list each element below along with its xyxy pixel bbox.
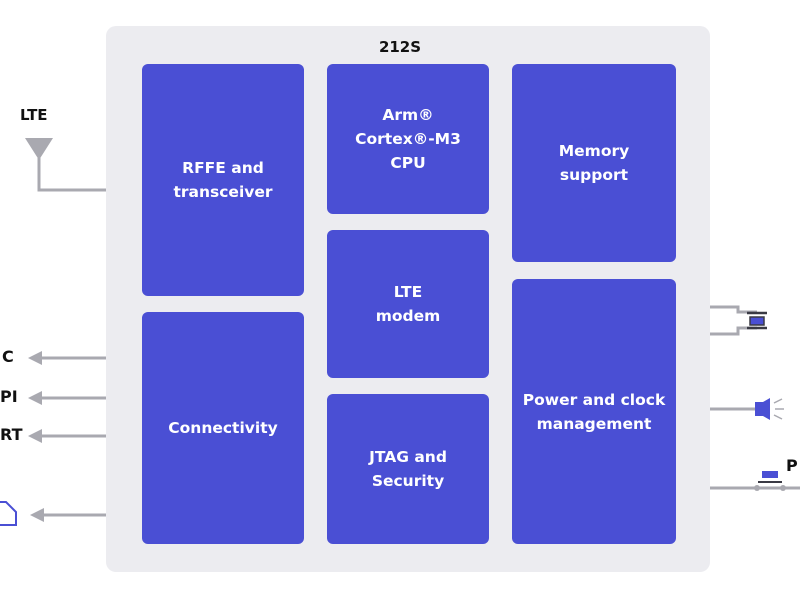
block-power-label: Power and clock management: [522, 390, 666, 433]
block-connectivity-label: Connectivity: [168, 419, 278, 437]
arrowhead-3: [28, 429, 42, 443]
arrowhead-2: [28, 391, 42, 405]
crystal-connection-top: [710, 305, 757, 314]
speaker-icon: [755, 398, 784, 420]
chip-title: 212S: [378, 38, 422, 56]
interface-label-i2c: C: [2, 347, 14, 366]
block-memory-label: Memory support: [558, 142, 630, 184]
antenna-connection-line: [37, 158, 106, 192]
block-rffe-transceiver: RFFE and transceiver: [142, 64, 304, 296]
button-label: P: [786, 456, 798, 475]
block-power-clock: Power and clock management: [512, 279, 676, 544]
block-lte-modem: LTE modem: [327, 230, 489, 378]
block-cpu: Arm® Cortex®-M3 CPU: [327, 64, 489, 214]
sim-card-icon: [0, 501, 17, 526]
interface-label-uart: RT: [0, 425, 23, 444]
arrowhead-4: [30, 508, 44, 522]
arrowhead-1: [28, 351, 42, 365]
antenna-label: LTE: [20, 106, 48, 124]
block-cpu-label: Arm® Cortex®-M3 CPU: [355, 106, 461, 172]
block-rffe-label: RFFE and transceiver: [173, 159, 273, 201]
block-memory-support: Memory support: [512, 64, 676, 262]
interface-label-spi: PI: [0, 387, 18, 406]
block-jtag-security: JTAG and Security: [327, 394, 489, 544]
crystal-oscillator-icon: [747, 311, 767, 330]
block-jtag-label: JTAG and Security: [369, 448, 447, 490]
antenna-icon: [25, 138, 53, 160]
block-connectivity: Connectivity: [142, 312, 304, 544]
block-modem-label: LTE modem: [375, 283, 441, 325]
push-button-icon: [754, 471, 786, 491]
